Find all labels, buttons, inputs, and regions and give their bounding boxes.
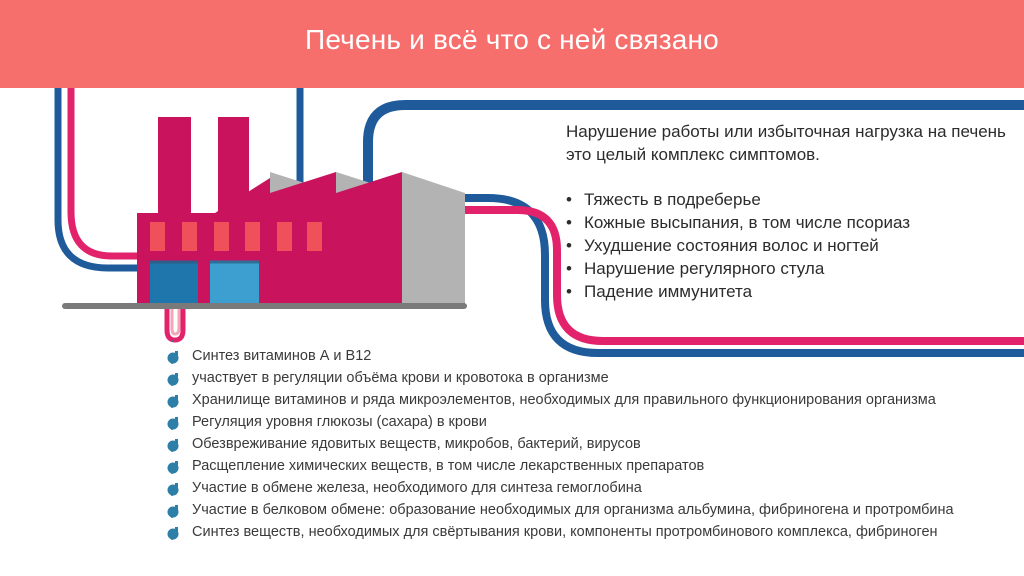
list-item-text: Регуляция уровня глюкозы (сахара) в кров…	[192, 414, 487, 430]
window	[182, 222, 197, 251]
symptom-item: Падение иммунитета	[566, 280, 1006, 303]
symptom-item: Нарушение регулярного стула	[566, 257, 1006, 280]
door-right	[210, 262, 259, 305]
drop-bullet-icon	[167, 505, 179, 518]
list-item: Регуляция уровня глюкозы (сахара) в кров…	[162, 411, 954, 433]
factory-body	[137, 172, 402, 305]
drop-bullet-icon	[167, 461, 179, 474]
list-item: Синтез витаминов А и В12	[162, 345, 954, 367]
top-right-pipe-blue	[363, 100, 1024, 185]
list-item-text: участвует в регуляции объёма крови и кро…	[192, 370, 609, 386]
window	[214, 222, 229, 251]
list-item: Синтез веществ, необходимых для свёртыва…	[162, 521, 954, 543]
list-item-text: Участие в обмене железа, необходимого дл…	[192, 480, 642, 496]
list-item-text: Синтез витаминов А и В12	[192, 348, 372, 364]
drop-bullet-icon	[167, 395, 179, 408]
list-item: Участие в обмене железа, необходимого дл…	[162, 477, 954, 499]
left-pipe-blue	[54, 80, 140, 272]
list-item-text: Обезвреживание ядовитых веществ, микробо…	[192, 436, 641, 452]
window	[277, 222, 292, 251]
right-pipe-pink	[440, 206, 1024, 345]
list-item-text: Хранилище витаминов и ряда микроэлементо…	[192, 392, 936, 408]
list-item-text: Участие в белковом обмене: образование н…	[192, 502, 954, 518]
factory	[137, 117, 465, 305]
page-title: Печень и всё что с ней связано	[305, 24, 719, 55]
window	[307, 222, 322, 251]
window	[245, 222, 260, 251]
list-item: Расщепление химических веществ, в том чи…	[162, 455, 954, 477]
list-item-text: Синтез веществ, необходимых для свёртыва…	[192, 524, 938, 540]
liver-functions-list: Синтез витаминов А и В12 участвует в рег…	[162, 345, 954, 543]
drop-bullet-icon	[167, 527, 179, 540]
ground-line	[62, 303, 467, 309]
intro-block: Нарушение работы или избыточная нагрузка…	[566, 120, 1006, 303]
drop-bullet-icon	[167, 417, 179, 430]
symptom-item: Тяжесть в подреберье	[566, 188, 1006, 211]
drop-bullet-icon	[167, 439, 179, 452]
header-banner: Печень и всё что с ней связано	[0, 0, 1024, 88]
chimney-left	[158, 117, 191, 227]
list-item: Обезвреживание ядовитых веществ, микробо…	[162, 433, 954, 455]
window	[150, 222, 165, 251]
right-pipe-blue	[440, 194, 1024, 357]
door-left	[150, 262, 198, 305]
drop-bullet-icon	[167, 373, 179, 386]
drip-pipe	[164, 309, 186, 343]
drop-bullet-icon	[167, 351, 179, 364]
left-pipe-pink	[67, 80, 140, 260]
intro-text: Нарушение работы или избыточная нагрузка…	[566, 122, 1006, 164]
symptoms-list: Тяжесть в подреберье Кожные высыпания, в…	[566, 188, 1006, 303]
symptom-item: Кожные высыпания, в том числе псориаз	[566, 211, 1006, 234]
list-item-text: Расщепление химических веществ, в том чи…	[192, 458, 705, 474]
list-item: Хранилище витаминов и ряда микроэлементо…	[162, 389, 954, 411]
drop-bullet-icon	[167, 483, 179, 496]
list-item: Участие в белковом обмене: образование н…	[162, 499, 954, 521]
symptom-item: Ухудшение состояния волос и ногтей	[566, 234, 1006, 257]
list-item: участвует в регуляции объёма крови и кро…	[162, 367, 954, 389]
